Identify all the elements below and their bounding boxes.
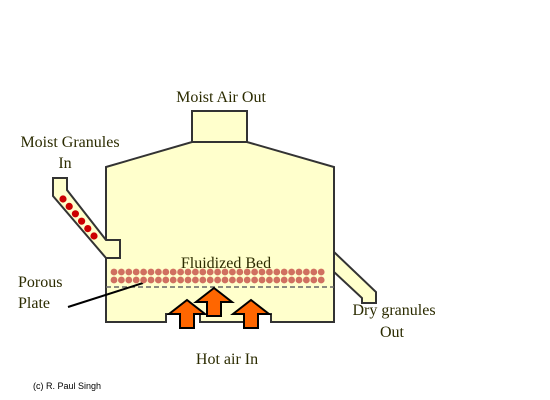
granule (251, 276, 258, 284)
fluidized-bed-label: Fluidized Bed (181, 255, 271, 272)
granule (162, 276, 170, 284)
inlet-granule (90, 232, 98, 240)
granule (310, 276, 318, 284)
up-arrow-icon (230, 298, 272, 329)
moist-air-out-label: Moist Air Out (176, 89, 266, 106)
granule (236, 276, 244, 284)
granule (184, 268, 192, 276)
granule (169, 276, 177, 284)
granule (280, 268, 288, 276)
granule (110, 276, 118, 284)
granule (229, 276, 236, 284)
granule (310, 268, 318, 276)
granule (221, 268, 229, 276)
granule (162, 268, 170, 276)
granule (177, 268, 185, 276)
granule (221, 276, 229, 284)
granule (258, 268, 266, 276)
granule (295, 268, 303, 276)
granule (206, 268, 214, 276)
granule (192, 268, 199, 276)
granule (110, 268, 118, 276)
inlet-granule (78, 217, 86, 225)
granule (147, 268, 155, 276)
granule (125, 268, 133, 276)
inlet-granule (59, 195, 67, 203)
granule (140, 268, 148, 276)
up-arrow-icon (193, 286, 235, 317)
granule (266, 268, 273, 276)
granule-inlet-chute (52, 177, 121, 259)
granule (288, 276, 295, 284)
granule (273, 268, 281, 276)
granule (303, 276, 310, 284)
granule (192, 276, 199, 284)
moist-granules-label-line2: In (58, 155, 71, 172)
granule (229, 268, 236, 276)
granule (273, 276, 281, 284)
copyright-credit: (c) R. Paul Singh (33, 381, 101, 391)
hot-air-arrows (166, 286, 272, 329)
granule (214, 276, 222, 284)
granule (125, 276, 133, 284)
granule (206, 276, 214, 284)
granule (132, 268, 140, 276)
moist-granules-label-line1: Moist Granules (20, 134, 119, 151)
hot-air-in-label: Hot air In (196, 351, 258, 368)
dry-granules-label-line1: Dry granules (352, 302, 435, 319)
fluidized-bed-granules (110, 268, 325, 284)
granule (214, 268, 222, 276)
exhaust-outlet (191, 110, 248, 145)
granule (317, 268, 325, 276)
granule (317, 276, 325, 284)
granule (199, 276, 207, 284)
granule (258, 276, 266, 284)
granule (184, 276, 192, 284)
granule (303, 268, 310, 276)
porous-plate-pointer (67, 282, 144, 308)
granule (199, 268, 207, 276)
inlet-granule (71, 210, 79, 218)
granule (266, 276, 273, 284)
granule (140, 276, 148, 284)
dry-granule-outlet-chute (333, 249, 377, 304)
granule (288, 268, 295, 276)
granule (169, 268, 177, 276)
granule (295, 276, 303, 284)
porous-plate-label-line2: Plate (18, 295, 50, 312)
granule (243, 276, 251, 284)
granule (118, 276, 125, 284)
granule (280, 276, 288, 284)
granule (251, 268, 258, 276)
granule (236, 268, 244, 276)
inlet-granule (65, 202, 73, 210)
granule (155, 276, 162, 284)
granule (132, 276, 140, 284)
granule (147, 276, 155, 284)
porous-plate-label-line1: Porous (18, 274, 62, 291)
granule (243, 268, 251, 276)
dry-granules-label-line2: Out (380, 324, 405, 341)
up-arrow-icon (166, 298, 208, 329)
granule (118, 268, 125, 276)
inlet-granules (59, 195, 98, 240)
granule (177, 276, 185, 284)
inlet-granule (84, 225, 92, 233)
granule (155, 268, 162, 276)
